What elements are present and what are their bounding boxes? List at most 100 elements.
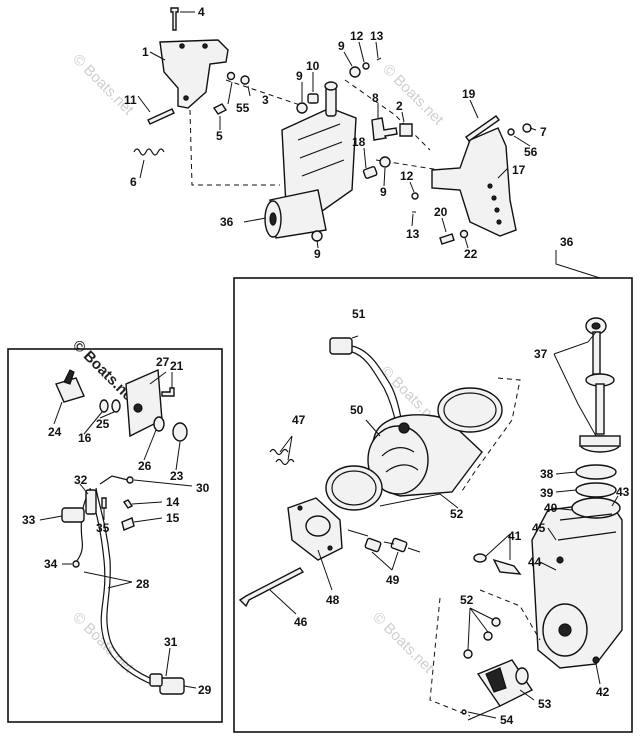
washer-9a [296,102,308,114]
washer-12a [362,62,370,70]
screw-14 [122,499,134,509]
callout-9-d: 9 [314,247,321,261]
connector-33 [61,507,85,523]
callout-16: 16 [78,431,92,445]
callout-6: 6 [130,175,137,189]
callout-4: 4 [198,5,205,19]
callout-5: 5 [216,129,223,143]
inset-frame-switch [7,348,223,723]
switch-assembly [55,368,188,695]
callout-23: 23 [170,469,184,483]
motor-exploded-view [238,317,623,721]
inset-frame-motor [233,277,633,733]
callout-10: 10 [306,59,320,73]
washer-12b [411,192,419,200]
callout-11: 11 [124,93,137,107]
callout-43: 43 [616,485,630,499]
callout-39: 39 [540,486,554,500]
pin-13a [376,57,382,61]
callout-44: 44 [528,555,542,569]
callout-12-b: 12 [400,169,414,183]
washer-2 [399,123,413,137]
callout-9-c: 9 [380,185,387,199]
callout-37: 37 [534,347,548,361]
callout-42: 42 [596,685,610,699]
callout-17: 17 [512,163,526,177]
bolt-8 [371,117,398,141]
bushing-10 [307,93,319,104]
callout-21: 21 [170,359,184,373]
screw-20 [439,233,455,245]
screw-35 [101,497,107,509]
callout-labels: 4 1 3 55 5 11 6 9 10 9 12 13 8 2 19 7 56… [22,5,630,727]
nut-25 [111,399,121,413]
washer-9d [311,230,323,242]
callout-8: 8 [372,91,379,105]
oring-41 [473,553,487,563]
oring-52-front [325,465,383,511]
callout-32: 32 [74,473,88,487]
motor-housing [367,414,483,497]
washer-52a [463,649,473,659]
connector-32 [85,489,97,515]
callout-31: 31 [164,635,178,649]
clip-15 [121,517,135,531]
callout-1: 1 [142,45,149,59]
callout-40: 40 [544,501,558,515]
callout-9-b: 9 [338,39,345,53]
callout-26: 26 [138,459,152,473]
callout-3: 3 [262,93,269,107]
bolt-19 [465,115,500,142]
callout-12-a: 12 [350,29,364,43]
callout-9-a: 9 [296,69,303,83]
connector-31 [149,673,163,687]
callout-27: 27 [156,355,170,369]
washer-56 [507,128,515,136]
callout-20: 20 [434,205,448,219]
nut-7 [522,123,532,133]
washer-16 [99,399,109,413]
callout-29: 29 [198,683,212,697]
callout-33: 33 [22,513,36,527]
callout-22: 22 [464,247,478,261]
callout-15: 15 [166,511,180,525]
callout-47: 47 [292,413,306,427]
wire-harness [89,487,157,687]
oring-52-housing [437,387,503,433]
trim-motor-assembly [264,81,357,239]
callout-55: 55 [236,101,250,115]
washer-9b [349,66,361,78]
washer-9c [379,156,391,168]
screw-5 [212,103,228,115]
callout-50: 50 [350,403,364,417]
callout-30: 30 [196,481,210,495]
screw-11 [147,108,175,125]
armature [467,659,534,721]
oring-38 [575,464,617,480]
brush-49b [390,537,408,553]
callout-48: 48 [326,593,340,607]
connector-29 [159,677,185,695]
end-cap [287,497,343,561]
pump-housing [531,497,623,669]
callout-56: 56 [524,145,538,159]
callout-19: 19 [462,87,476,101]
watermark-top-right: © Boats.net [379,61,447,129]
callout-52-b: 52 [460,593,474,607]
callout-38: 38 [540,467,554,481]
oring-39 [575,482,617,498]
callout-13-b: 13 [406,227,420,241]
callout-24: 24 [48,425,62,439]
brush-spring-b [275,458,295,466]
washer-22 [459,229,469,239]
callout-7: 7 [540,125,547,139]
callout-41: 41 [508,529,522,543]
top-assembly [133,7,532,245]
bushing-18 [362,166,378,179]
callout-49: 49 [386,573,400,587]
callout-52-a: 52 [450,507,464,521]
terminal-30 [126,476,134,484]
callout-36-a: 36 [220,215,234,229]
terminal-34 [72,560,80,568]
callout-54: 54 [500,713,514,727]
